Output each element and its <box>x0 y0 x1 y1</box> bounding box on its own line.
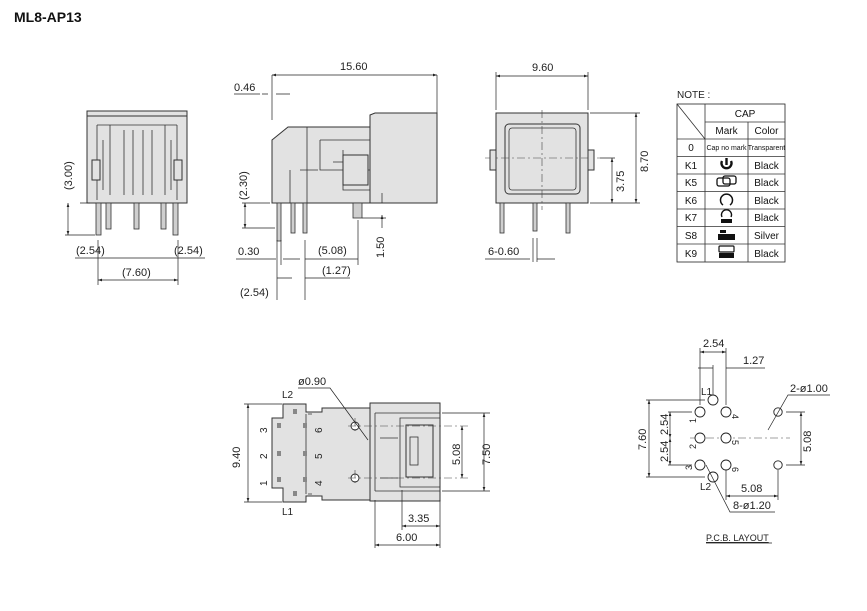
dim-bottom-width: 6.00 <box>396 532 417 544</box>
pin-label: 4 <box>314 480 325 486</box>
air-cmos-car-icon <box>718 245 735 258</box>
row-color: Silver <box>754 231 780 242</box>
pin-label: 2 <box>259 453 270 459</box>
dim-bottom-offset: 3.35 <box>408 513 429 525</box>
dim-side-pin-width: 0.30 <box>238 246 259 258</box>
dim-top-width: 9.60 <box>532 62 553 74</box>
dim-front-height: (3.00) <box>63 161 75 190</box>
table-row: K5 Black <box>685 175 780 189</box>
label-l2: L2 <box>282 390 294 401</box>
row-color: Transparent <box>748 145 786 152</box>
cap-note-table: NOTE : CAP Mark Color 0 Cap no mark Tran… <box>676 90 786 263</box>
dim-top-pins: 6-0.60 <box>488 246 519 258</box>
bottom-view: ø0.90 9.40 5.08 7.50 3.35 6.00 L2 L1 1 2… <box>231 376 493 548</box>
dim-top-center: 3.75 <box>615 171 627 192</box>
pin-label: 1 <box>259 480 270 486</box>
pcb-caption: P.C.B. LAYOUT <box>706 533 769 543</box>
pcb-pin-label: 1 <box>688 418 698 423</box>
dim-side-thickness: 0.46 <box>234 82 255 94</box>
table-row: K6 Black <box>685 193 780 207</box>
dim-side-pitch-c: (2.54) <box>240 287 269 299</box>
row-code: K7 <box>685 213 698 224</box>
part-number-title: ML8-AP13 <box>14 9 82 25</box>
pin-label: 5 <box>314 453 325 459</box>
header-color: Color <box>755 126 780 137</box>
dim-side-height: (2.30) <box>238 171 250 200</box>
air-cmos-icon <box>718 230 735 240</box>
pcb-label-l1: L1 <box>701 387 713 398</box>
pcb-pin-label: 4 <box>730 414 740 419</box>
pcb-dim-pitch-y1: 2.54 <box>659 414 671 435</box>
row-color: Black <box>754 249 779 260</box>
pin-label: 6 <box>314 427 325 433</box>
pcb-dim-big-holes: 2-ø1.00 <box>790 383 828 395</box>
recirculate-icon <box>720 209 733 223</box>
row-code: K5 <box>685 178 698 189</box>
link-icon <box>716 175 737 187</box>
row-mark: Cap no mark <box>706 145 747 152</box>
pin-label: 3 <box>259 427 270 433</box>
pcb-dim-small-holes: 8-ø1.20 <box>733 500 771 512</box>
dim-side-length: 15.60 <box>340 61 368 73</box>
label-l1: L1 <box>282 507 294 518</box>
pad <box>277 409 307 496</box>
front-view: (3.00) (2.54) (2.54) (7.60) <box>63 110 205 285</box>
row-code: S8 <box>685 231 698 242</box>
side-view: 15.60 0.46 (2.30) 0.30 (5.08) (1.27) (2.… <box>234 61 438 300</box>
pcb-dim-total: 7.60 <box>637 429 649 450</box>
rotate-icon <box>719 193 734 206</box>
pcb-pin-label: 5 <box>730 440 740 445</box>
header-cap: CAP <box>735 109 756 120</box>
note-label: NOTE : <box>677 90 710 101</box>
pcb-dim-offset-x: 1.27 <box>743 355 764 367</box>
pcb-pin-label: 2 <box>688 444 698 449</box>
pcb-label-l2: L2 <box>700 482 712 493</box>
dim-side-standoff: 1.50 <box>375 237 387 258</box>
dim-front-width: (7.60) <box>122 267 151 279</box>
table-row: K7 Black <box>685 209 780 224</box>
pcb-dim-pitch-x: 2.54 <box>703 338 724 350</box>
table-row: K1 Black <box>685 158 780 172</box>
row-color: Black <box>754 213 779 224</box>
dim-front-right-pitch: (2.54) <box>174 245 203 257</box>
pcb-holes <box>694 394 783 483</box>
pcb-dim-big-pitch-x: 5.08 <box>741 483 762 495</box>
top-view: 9.60 8.70 3.75 6-0.60 <box>485 62 651 262</box>
row-color: Black <box>754 178 779 189</box>
pcb-dim-big-pitch-y: 5.08 <box>802 431 814 452</box>
table-row: 0 Cap no mark Transparent <box>688 143 785 154</box>
row-color: Black <box>754 196 779 207</box>
dim-top-height: 8.70 <box>639 151 651 172</box>
row-color: Black <box>754 161 779 172</box>
pcb-pin-label: 3 <box>684 465 694 470</box>
table-row: S8 Silver <box>685 230 780 242</box>
power-icon <box>720 158 733 170</box>
dim-side-pitch-a: (5.08) <box>318 245 347 257</box>
row-code: K9 <box>685 249 698 260</box>
pcb-pin-label: 6 <box>730 467 740 472</box>
dim-bottom-cap: 7.50 <box>481 444 493 465</box>
dim-side-pitch-b: (1.27) <box>322 265 351 277</box>
row-code: K1 <box>685 161 698 172</box>
dim-bottom-hole: ø0.90 <box>298 376 326 388</box>
row-code: K6 <box>685 196 698 207</box>
dim-bottom-hole-pitch: 5.08 <box>451 444 463 465</box>
dim-bottom-height: 9.40 <box>231 447 243 468</box>
row-code: 0 <box>688 143 694 154</box>
table-row: K9 Black <box>685 245 780 260</box>
pcb-layout: 2.54 1.27 2-ø1.00 7.60 2.54 2.54 5.08 5.… <box>637 338 830 544</box>
header-mark: Mark <box>715 126 738 137</box>
dim-front-left-pitch: (2.54) <box>76 245 105 257</box>
pcb-dim-pitch-y2: 2.54 <box>659 441 671 462</box>
